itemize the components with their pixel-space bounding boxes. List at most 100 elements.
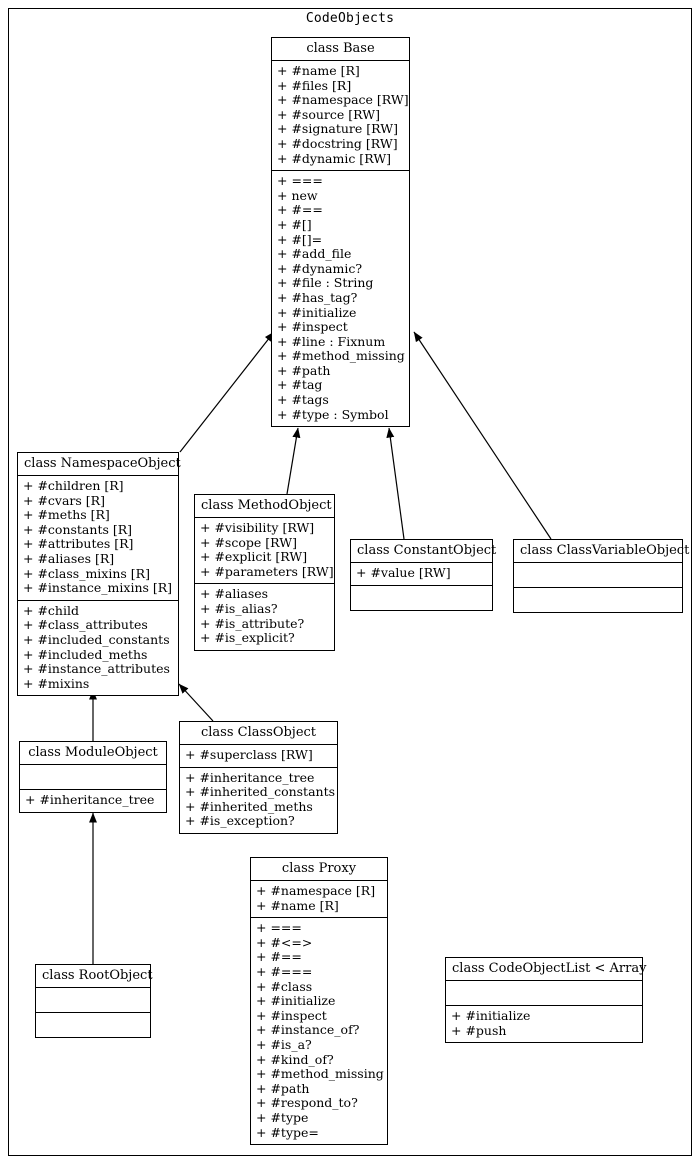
cluster-frame	[8, 8, 692, 1156]
attribute-row: + #instance_mixins [R]	[23, 580, 173, 596]
method-row: + #tags	[277, 392, 329, 408]
method-row: + #push	[451, 1022, 507, 1038]
method-row: + #kind_of?	[256, 1051, 334, 1067]
class-attributes-classobject: + #superclass [RW]	[180, 745, 337, 768]
method-row: + #has_tag?	[277, 289, 358, 305]
method-row: + #line : Fixnum	[277, 333, 386, 349]
class-box-rootobject[interactable]: class RootObject	[35, 964, 153, 1038]
method-row: + #add_file	[277, 246, 352, 262]
attribute-row: + #explicit [RW]	[200, 549, 308, 565]
class-box-methodobject[interactable]: class MethodObject + #visibility [RW] + …	[194, 494, 335, 651]
method-row: + #initialize	[451, 1008, 531, 1023]
method-row: + #<=>	[256, 934, 313, 950]
method-row: + ===	[277, 173, 323, 189]
class-box-constantobject[interactable]: class ConstantObject + #value [RW]	[350, 539, 496, 611]
method-row: + #included_meths	[23, 646, 148, 662]
attribute-row: + #visibility [RW]	[200, 520, 315, 535]
attribute-row: + #files [R]	[277, 77, 352, 93]
method-row: + #is_a?	[256, 1036, 312, 1052]
attribute-row: + #class_mixins [R]	[23, 565, 150, 581]
class-methods-constantobject	[351, 586, 492, 610]
attribute-row: + #parameters [RW]	[200, 563, 334, 579]
class-title-classvariableobject: class ClassVariableObject	[514, 540, 689, 563]
attribute-row: + #attributes [R]	[23, 536, 134, 552]
method-row: + #mixins	[23, 675, 90, 691]
class-methods-methodobject: + #aliases + #is_alias? + #is_attribute?…	[195, 584, 334, 649]
class-methods-namespaceobject: + #child + #class_attributes + #included…	[18, 601, 178, 696]
class-attributes-proxy: + #namespace [R] + #name [R]	[251, 881, 387, 919]
class-attributes-codeobjectlist	[446, 981, 642, 1006]
method-row: + #type	[256, 1109, 309, 1125]
method-row: + #respond_to?	[256, 1095, 358, 1111]
method-row: + #inspect	[256, 1007, 327, 1023]
class-attributes-moduleobject	[20, 765, 166, 790]
class-box-classvariableobject[interactable]: class ClassVariableObject	[513, 539, 689, 613]
attribute-row: + #superclass [RW]	[185, 747, 313, 762]
method-row: + #==	[256, 949, 302, 965]
attribute-row: + #value [RW]	[356, 565, 451, 580]
method-row: + #child	[23, 602, 79, 618]
method-row: + #method_missing	[256, 1066, 384, 1082]
method-row: + #initialize	[256, 993, 336, 1009]
method-row: + #inherited_meths	[185, 798, 313, 814]
attribute-row: + #signature [RW]	[277, 121, 398, 137]
attribute-row: + #scope [RW]	[200, 534, 297, 550]
method-row: + #instance_attributes	[23, 661, 170, 677]
method-row: + #method_missing	[277, 348, 405, 364]
class-box-moduleobject[interactable]: class ModuleObject + #inheritance_tree	[19, 741, 167, 813]
class-title-codeobjectlist: class CodeObjectList < Array	[446, 958, 646, 981]
method-row: + #===	[256, 963, 313, 979]
method-row: + #included_constants	[23, 631, 170, 647]
attribute-row: + #namespace [RW]	[277, 92, 409, 108]
attribute-row: + #constants [R]	[23, 521, 133, 537]
attribute-row: + #name [R]	[277, 63, 360, 78]
method-row: + #inspect	[277, 319, 348, 335]
method-row: + #path	[277, 362, 331, 378]
method-row: + #inheritance_tree	[185, 769, 315, 785]
method-row: + #[]=	[277, 231, 323, 247]
method-row: + #inherited_constants	[185, 784, 336, 800]
attribute-row: + #name [R]	[256, 897, 339, 913]
method-row: + #file : String	[277, 275, 374, 291]
diagram-title: CodeObjects	[305, 11, 395, 26]
class-box-codeobjectlist[interactable]: class CodeObjectList < Array + #initiali…	[445, 957, 646, 1044]
class-box-namespaceobject[interactable]: class NamespaceObject + #children [R] + …	[17, 452, 181, 697]
class-attributes-rootobject	[36, 988, 150, 1013]
attribute-row: + #meths [R]	[23, 507, 110, 523]
method-row: + #class	[256, 978, 313, 994]
class-attributes-methodobject: + #visibility [RW] + #scope [RW] + #expl…	[195, 518, 334, 585]
class-methods-base: + === + new + #== + #[] + #[]= + #add_fi…	[272, 171, 409, 426]
attribute-row: + #cvars [R]	[23, 492, 105, 508]
class-title-classobject: class ClassObject	[180, 722, 337, 745]
method-row: + #is_alias?	[200, 600, 278, 616]
attribute-row: + #namespace [R]	[256, 883, 376, 898]
attribute-row: + #source [RW]	[277, 106, 380, 122]
method-row: + #is_explicit?	[200, 630, 295, 646]
method-row: + #type=	[256, 1124, 319, 1140]
method-row: + #is_attribute?	[200, 615, 305, 631]
class-methods-codeobjectlist: + #initialize + #push	[446, 1006, 642, 1042]
class-title-proxy: class Proxy	[251, 858, 387, 881]
method-row: + #instance_of?	[256, 1022, 360, 1038]
attribute-row: + #dynamic [RW]	[277, 150, 392, 166]
method-row: + #class_attributes	[23, 617, 148, 633]
method-row: + #is_exception?	[185, 813, 295, 829]
class-methods-classobject: + #inheritance_tree + #inherited_constan…	[180, 768, 337, 833]
method-row: + ===	[256, 920, 302, 936]
class-methods-proxy: + === + #<=> + #== + #=== + #class + #in…	[251, 918, 387, 1144]
method-row: + #path	[256, 1080, 310, 1096]
class-title-base: class Base	[272, 38, 409, 61]
class-box-proxy[interactable]: class Proxy + #namespace [R] + #name [R]…	[250, 857, 388, 1146]
class-box-classobject[interactable]: class ClassObject + #superclass [RW] + #…	[179, 721, 338, 834]
attribute-row: + #children [R]	[23, 478, 124, 493]
method-row: + #tag	[277, 377, 323, 393]
class-title-rootobject: class RootObject	[36, 965, 153, 988]
class-box-base[interactable]: class Base + #name [R] + #files [R] + #n…	[271, 37, 410, 428]
class-title-methodobject: class MethodObject	[195, 495, 334, 518]
class-title-constantobject: class ConstantObject	[351, 540, 496, 563]
method-row: + #==	[277, 202, 323, 218]
method-row: + new	[277, 187, 318, 203]
class-attributes-constantobject: + #value [RW]	[351, 563, 492, 586]
class-title-moduleobject: class ModuleObject	[20, 742, 166, 765]
